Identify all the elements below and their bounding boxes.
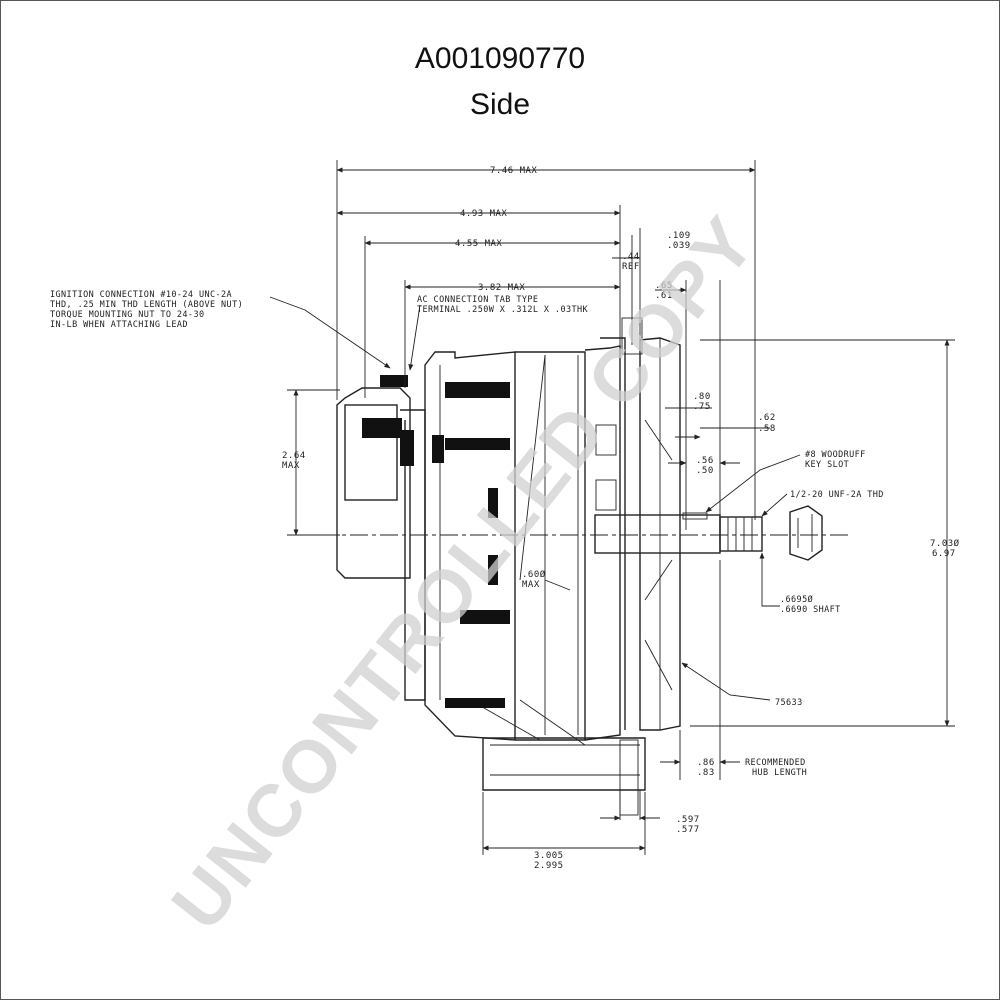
dim-264-a: 2.64 xyxy=(282,451,306,461)
dim-86-b: .83 xyxy=(697,768,715,778)
note-ignition-4: IN-LB WHEN ATTACHING LEAD xyxy=(50,320,188,330)
dim-382: 3.82 MAX xyxy=(478,283,525,293)
dim-overall: 7.46 MAX xyxy=(490,166,537,176)
note-woodruff-1: #8 WOODRUFF xyxy=(805,450,866,460)
dim-60-a: .60Ø xyxy=(522,569,546,580)
note-shaft-2: .6690 SHAFT xyxy=(780,605,841,615)
note-ac-2: TERMINAL .250W X .312L X .03THK xyxy=(417,305,589,315)
dim-597-a: .597 xyxy=(676,815,700,825)
dim-56-a: .56 xyxy=(696,456,714,466)
dim-44-b: REF xyxy=(622,262,640,272)
note-thread: 1/2-20 UNF-2A THD xyxy=(790,490,884,500)
drawing-number: A001090770 xyxy=(414,42,586,75)
dim-44-a: .44 xyxy=(622,252,640,262)
dim-86-a: .86 xyxy=(697,758,715,768)
alternator-outline xyxy=(290,317,850,816)
dimension-lines xyxy=(269,160,955,855)
dim-455: 4.55 MAX xyxy=(455,239,502,249)
note-ignition-2: THD, .25 MIN THD LENGTH (ABOVE NUT) xyxy=(50,300,243,310)
dim-703-b: 6.97 xyxy=(932,549,956,559)
dim-62-b: .58 xyxy=(758,424,776,434)
note-ignition-3: TORQUE MOUNTING NUT TO 24-30 xyxy=(50,310,205,320)
view-label: Side xyxy=(469,88,531,121)
dim-493: 4.93 MAX xyxy=(460,209,507,219)
dimension-labels: 7.46 MAX 4.93 MAX 4.55 MAX 3.82 MAX .109… xyxy=(282,166,960,871)
dim-3005-b: 2.995 xyxy=(534,861,564,871)
note-part: 75633 xyxy=(775,698,803,708)
dim-56-b: .50 xyxy=(696,466,714,476)
note-ignition-1: IGNITION CONNECTION #10-24 UNC-2A xyxy=(50,290,232,300)
dim-65-a: .65 xyxy=(655,281,673,291)
dim-597-b: .577 xyxy=(676,825,700,835)
dim-703-a: 7.03Ø xyxy=(930,538,960,549)
note-ac-1: AC CONNECTION TAB TYPE xyxy=(417,295,538,305)
note-hub-2: HUB LENGTH xyxy=(752,768,807,778)
note-woodruff-2: KEY SLOT xyxy=(805,460,849,470)
dim-62-a: .62 xyxy=(758,413,776,423)
dim-65-b: .61 xyxy=(655,291,673,301)
notes: IGNITION CONNECTION #10-24 UNC-2A THD, .… xyxy=(50,290,884,778)
dim-109-b: .039 xyxy=(667,241,691,251)
dim-80-b: .75 xyxy=(693,402,711,412)
dim-109-a: .109 xyxy=(667,231,691,241)
dim-3005-a: 3.005 xyxy=(534,851,564,861)
dim-264-b: MAX xyxy=(282,461,300,471)
dim-60-b: MAX xyxy=(522,580,540,590)
note-hub-1: RECOMMENDED xyxy=(745,758,806,768)
note-shaft-1: .6695Ø xyxy=(780,594,813,605)
dim-80-a: .80 xyxy=(693,392,711,402)
